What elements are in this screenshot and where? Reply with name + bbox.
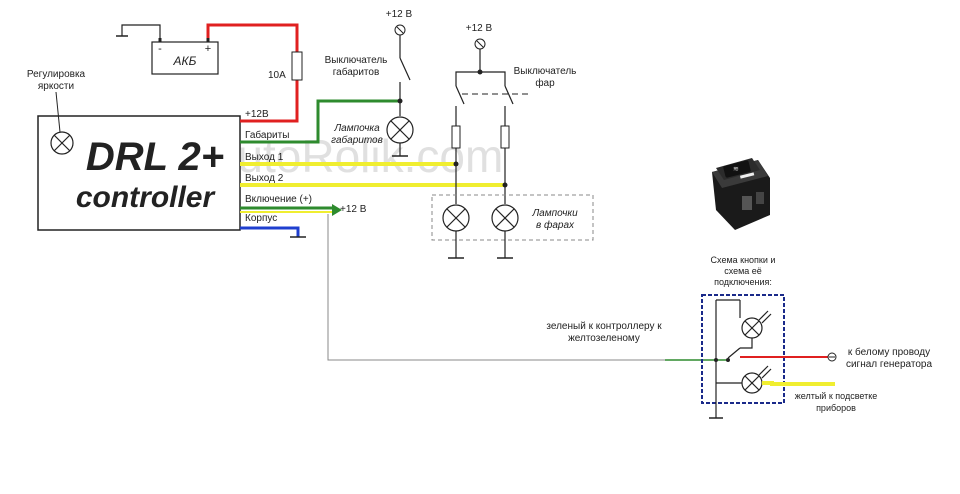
pin-12v: +12В [245, 109, 269, 120]
pin-ground: Корпус [245, 213, 277, 224]
svg-text:+: + [205, 43, 211, 55]
dims-switch: +12 В [386, 9, 413, 116]
green-note-1: зеленый к контроллеру к [546, 321, 662, 332]
svg-text:≋: ≋ [733, 166, 739, 173]
button-scheme-box [701, 294, 785, 404]
headlamps-label-1: Лампочки [531, 208, 578, 219]
headlamps-label-2: в фарах [536, 219, 575, 231]
enable-12v-label: +12 В [340, 204, 367, 215]
button-scheme-label-2: схема её [724, 266, 762, 276]
controller-subtitle: controller [76, 181, 217, 214]
dims-12v-label: +12 В [386, 9, 413, 20]
dims-switch-label-2: габаритов [333, 66, 380, 78]
yellow-note-2: приборов [816, 403, 856, 413]
pin-enable: Включение (+) [245, 194, 312, 205]
dashboard-wire [762, 381, 835, 386]
heads-switch-label-1: Выключатель [514, 66, 577, 77]
headlamps-box [431, 194, 594, 241]
green-note-2: желтозеленому [568, 333, 640, 344]
red-note-1: к белому проводу [848, 346, 930, 358]
button-scheme-label-1: Схема кнопки и [711, 255, 776, 265]
dims-switch-label-1: Выключатель [325, 55, 388, 66]
svg-text:-: - [158, 43, 162, 55]
dims-lamp-label-1: Лампочка [333, 123, 380, 134]
pin-out2: Выход 2 [245, 173, 284, 184]
brightness-label-1: Регулировка [27, 69, 86, 80]
brightness-knob-icon [50, 131, 74, 155]
enable-arrow-icon [332, 204, 342, 216]
controller-title: DRL 2+ [86, 135, 224, 179]
fuse-label: 10А [268, 70, 286, 81]
button-scheme-label-3: подключения: [714, 277, 772, 287]
dims-lamp-icon [386, 116, 414, 157]
battery-plus-wire [206, 23, 299, 52]
battery-label: АКБ [173, 54, 197, 68]
dims-wire [240, 99, 400, 144]
button-photo: ≋ [712, 158, 770, 230]
headlamp-right-icon [491, 204, 519, 259]
signal-line [327, 214, 665, 361]
drl-controller: DRL 2+ controller [37, 115, 241, 231]
ground-wire [240, 226, 300, 237]
button-scheme [709, 299, 772, 419]
heads-switch-label-2: фар [535, 77, 555, 89]
red-note-2: сигнал генератора [846, 359, 932, 370]
yellow-note-1: желтый к подсветке [795, 391, 878, 401]
headlamp-left-icon [442, 204, 470, 259]
pin-out1: Выход 1 [245, 152, 284, 163]
brightness-label-2: яркости [38, 81, 74, 92]
dims-lamp-label-2: габаритов [331, 134, 383, 146]
heads-12v-label: +12 В [466, 23, 493, 34]
battery-icon: - + [151, 38, 219, 75]
power-wire [240, 80, 299, 123]
headlight-switch: +12 В [451, 23, 528, 204]
fuse-icon [291, 51, 303, 81]
pin-dims: Габариты [245, 129, 289, 141]
